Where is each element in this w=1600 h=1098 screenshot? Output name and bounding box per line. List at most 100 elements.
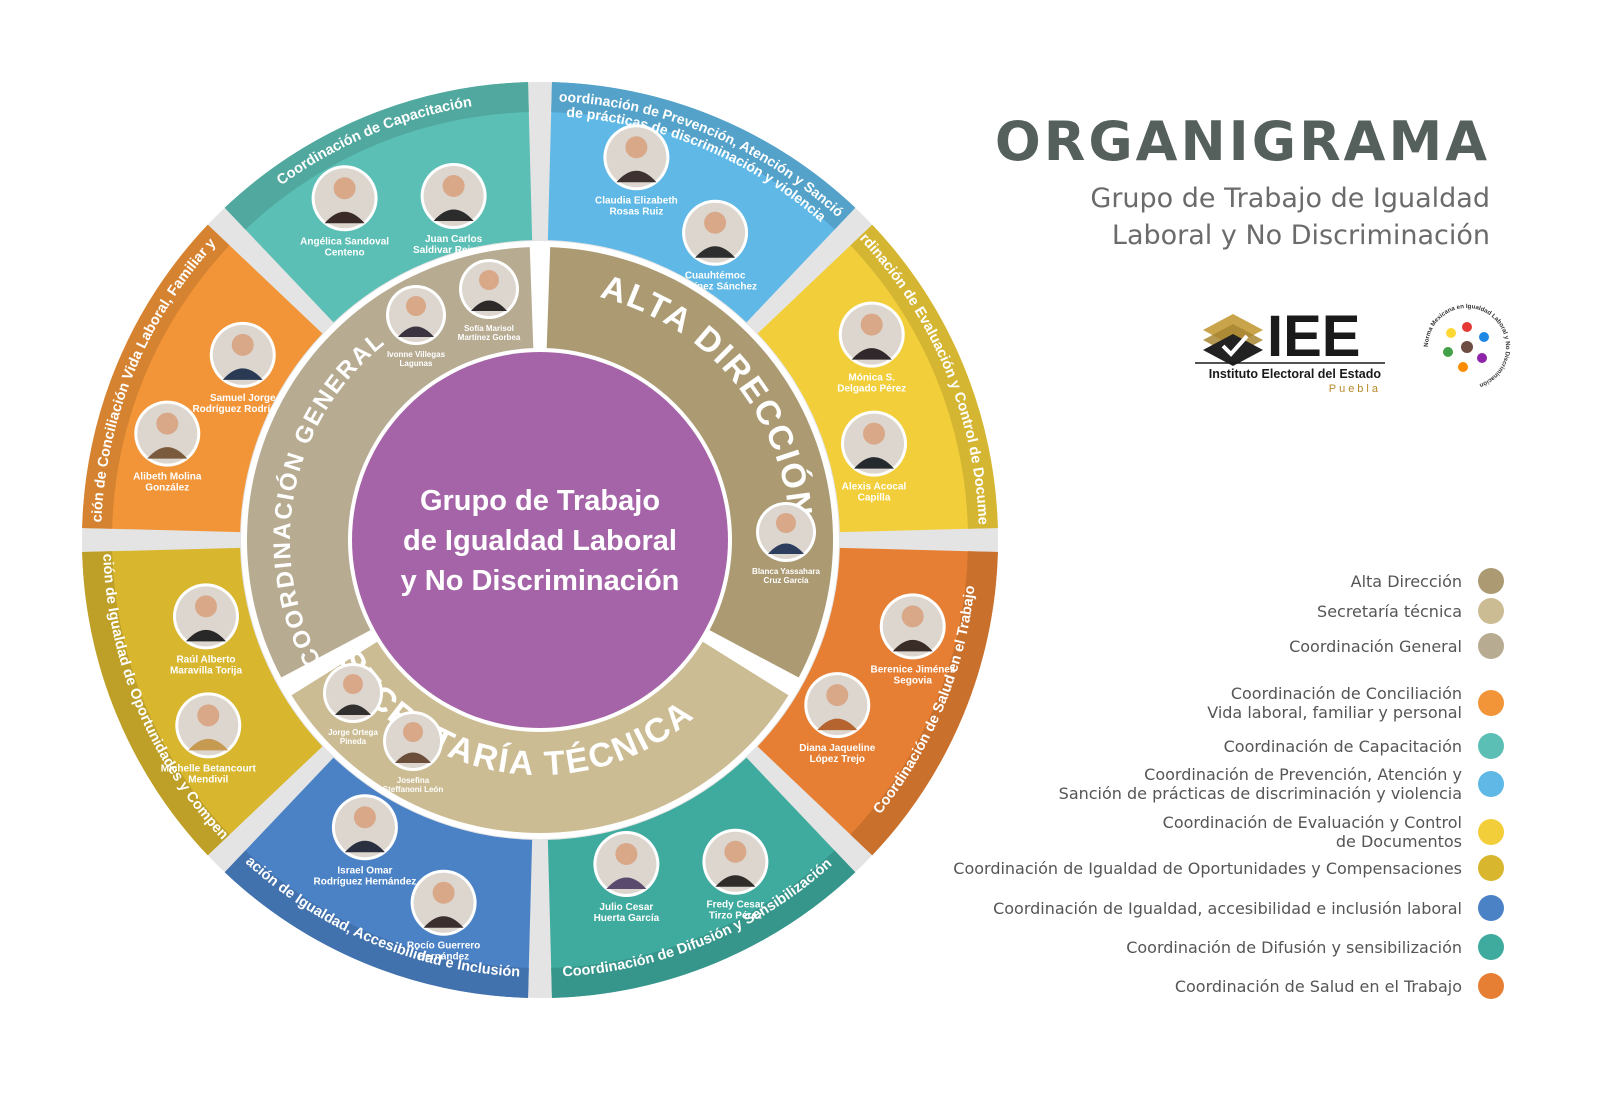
person-name: Delgado Pérez bbox=[837, 384, 906, 395]
person-name: López Trejo bbox=[809, 754, 865, 765]
legend-item: Coordinación de Igualdad, accesibilidad … bbox=[993, 895, 1504, 921]
person-face bbox=[704, 211, 727, 234]
person-body-icon bbox=[395, 752, 431, 763]
outer-segment-band bbox=[551, 850, 856, 998]
person-face bbox=[863, 422, 886, 445]
person-face bbox=[406, 296, 426, 316]
legend-swatch bbox=[1478, 690, 1504, 716]
page-title: ORGANIGRAMA bbox=[994, 110, 1490, 173]
person-name: Blanca Yassahara bbox=[752, 567, 820, 576]
outer-segment-band bbox=[551, 82, 856, 230]
person-name: Claudia Elizabeth bbox=[595, 195, 678, 206]
legend-item: Coordinación General bbox=[1289, 633, 1504, 659]
center-title-line: Grupo de Trabajo bbox=[420, 485, 660, 517]
person-face bbox=[343, 674, 363, 694]
person-name: Lagunas bbox=[400, 359, 433, 368]
person-name: Martínez Gorbea bbox=[458, 333, 521, 342]
outer-segment-fill bbox=[82, 224, 323, 533]
person-body-icon bbox=[222, 368, 263, 380]
outer-segment-salud: Coordinación de Salud en el TrabajoBeren… bbox=[757, 547, 998, 856]
outer-segment-fill bbox=[547, 757, 856, 998]
person-card: Mónica S.Delgado Pérez bbox=[837, 301, 906, 395]
legend-label: Coordinación de Salud en el Trabajo bbox=[1174, 976, 1462, 996]
inner-segment-fill bbox=[546, 247, 833, 678]
iee-logo: IEE Instituto Electoral del Estado Puebl… bbox=[1195, 304, 1385, 395]
person-body-icon bbox=[854, 457, 895, 469]
person-body-icon bbox=[606, 877, 647, 890]
inner-segment-fill bbox=[291, 641, 789, 834]
person-name: Israel Omar bbox=[337, 865, 392, 876]
person-name: Rodríguez Rodríguez bbox=[192, 404, 293, 415]
legend-swatch bbox=[1478, 633, 1504, 659]
person-face bbox=[442, 174, 465, 197]
legend-swatch bbox=[1478, 598, 1504, 624]
person-body-icon bbox=[695, 246, 736, 258]
legend-swatch bbox=[1478, 733, 1504, 759]
person-body-icon bbox=[344, 840, 385, 853]
person-name: Jorge Ortega bbox=[328, 728, 378, 737]
person-name: Rosas Ruiz bbox=[609, 206, 663, 217]
person-face bbox=[194, 595, 217, 618]
legend-swatch bbox=[1478, 568, 1504, 594]
person-body-icon bbox=[185, 629, 226, 642]
person-face bbox=[479, 270, 499, 290]
person-name: González bbox=[145, 483, 189, 494]
person-name: Segovia bbox=[894, 675, 933, 686]
person-name: Sofía Marisol bbox=[464, 324, 514, 333]
outer-segment-band bbox=[82, 551, 230, 856]
person-face bbox=[625, 136, 648, 159]
person-body-icon bbox=[147, 447, 188, 459]
legend-item: Alta Dirección bbox=[1351, 568, 1504, 594]
person-face bbox=[156, 412, 179, 435]
legend-label: Coordinación de Igualdad, accesibilidad … bbox=[993, 898, 1462, 918]
person-body-icon bbox=[768, 543, 804, 554]
person-body-icon bbox=[616, 170, 657, 183]
person-name: Capilla bbox=[858, 493, 891, 504]
person-name: Pineda bbox=[340, 737, 367, 746]
person-name: Mónica S. bbox=[848, 373, 895, 384]
iee-logo-text: IEE bbox=[1267, 304, 1361, 369]
person-face bbox=[826, 684, 849, 707]
person-body-icon bbox=[335, 704, 371, 715]
person-body-icon bbox=[851, 348, 892, 360]
legend-item: Secretaría técnica bbox=[1317, 598, 1504, 624]
person-name: Cuauhtémoc bbox=[685, 271, 746, 282]
legend-swatch bbox=[1478, 973, 1504, 999]
person-face bbox=[333, 177, 356, 200]
legend-swatch bbox=[1478, 895, 1504, 921]
person-body-icon bbox=[817, 718, 858, 731]
legend-label: Coordinación General bbox=[1289, 636, 1462, 656]
person-name: Diana Jaqueline bbox=[799, 743, 876, 754]
outer-segment-fill bbox=[224, 82, 533, 323]
legend-item: Coordinación de Capacitación bbox=[1224, 733, 1504, 759]
person-face bbox=[353, 806, 376, 829]
inner-segment-fill bbox=[246, 247, 534, 678]
center-title-line: de Igualdad Laboral bbox=[403, 525, 677, 557]
person-name: Angélica Sandoval bbox=[300, 236, 389, 247]
legend-label: Coordinación de Difusión y sensibilizaci… bbox=[1126, 937, 1462, 957]
legend-item: Coordinación de Salud en el Trabajo bbox=[1175, 973, 1504, 999]
iee-logo-caption: Instituto Electoral del Estado bbox=[1209, 367, 1382, 381]
person-name: Saldivar Reinoso bbox=[413, 245, 494, 256]
outer-segment-band bbox=[224, 82, 529, 230]
outer-segment-band bbox=[850, 224, 998, 529]
norma-seal-logo: Norma Mexicana en Igualdad Laboral y No … bbox=[1423, 303, 1511, 389]
person-face bbox=[901, 605, 924, 628]
person-name: Julio Cesar bbox=[599, 902, 653, 913]
person-name: Michelle Betancourt bbox=[161, 763, 257, 774]
